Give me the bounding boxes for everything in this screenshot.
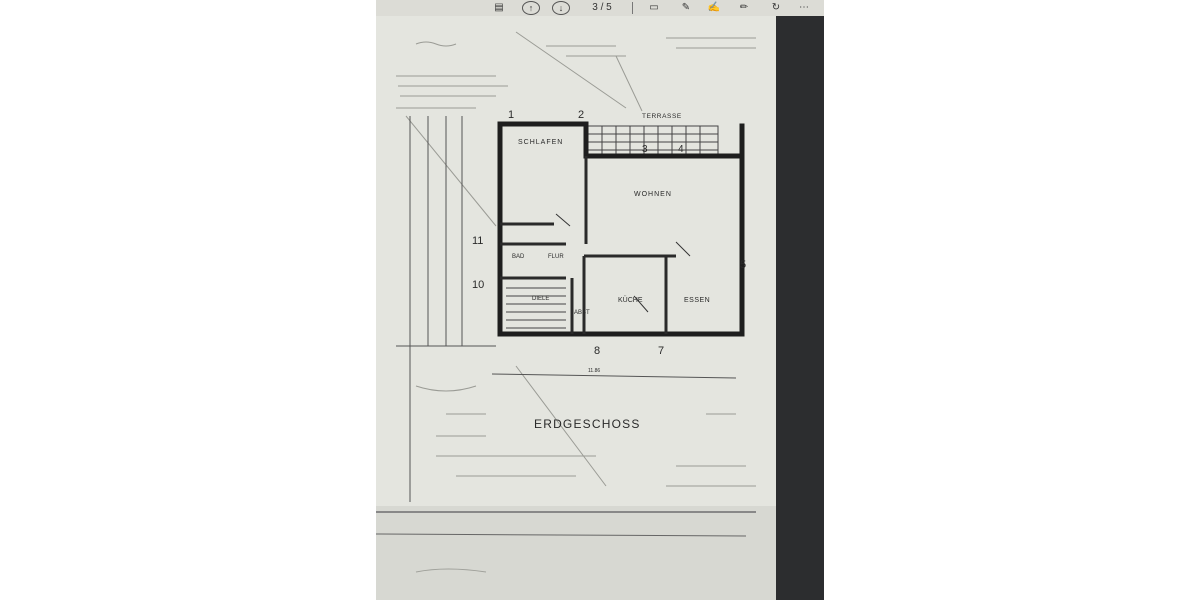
toolbar-divider: [632, 2, 633, 14]
pdf-toolbar: ▤ ↑ ↓ 3 / 5 ▭ ✎ ✍ ✏ ↻ ⋯: [376, 0, 824, 16]
room-label-diele: DIELE: [532, 296, 549, 302]
door-swings: [555, 213, 691, 313]
room-label-bad: BAD: [512, 254, 525, 260]
marker-7: 7: [658, 345, 664, 357]
staircase: [506, 287, 566, 329]
left-dimension-lines: [396, 116, 496, 502]
room-label-kueche: KÜCHE: [618, 296, 643, 304]
thumbnails-icon[interactable]: ▤: [494, 2, 504, 13]
room-label-terrasse: TERRASSE: [642, 113, 682, 120]
room-label-essen: ESSEN: [684, 297, 710, 304]
bottom-dimension-line: [491, 373, 737, 379]
rotate-icon[interactable]: ↻: [771, 2, 781, 13]
pencil-icon[interactable]: ✏: [739, 2, 749, 13]
arrow-down-icon[interactable]: ↓: [552, 1, 570, 15]
room-label-schlafen: SCHLAFEN: [518, 139, 563, 146]
interior-walls: [500, 156, 676, 334]
monitor-bezel: [776, 16, 824, 600]
photo-of-screen: ▤ ↑ ↓ 3 / 5 ▭ ✎ ✍ ✏ ↻ ⋯: [376, 0, 824, 600]
lower-page-lines: [376, 511, 756, 573]
arrow-up-icon[interactable]: ↑: [522, 1, 540, 15]
marker-3: 3: [642, 144, 648, 155]
more-icon[interactable]: ⋯: [799, 2, 809, 13]
terrace-hatch: [587, 125, 719, 159]
room-label-flur: FLUR: [548, 254, 564, 260]
header-scribbles: [396, 31, 756, 487]
marker-10: 10: [472, 279, 484, 291]
bottom-dimension-label: 11.86: [588, 368, 600, 374]
marker-4: 4: [678, 144, 684, 155]
page-indicator[interactable]: 3 / 5: [592, 2, 612, 13]
room-label-abst: ABST: [574, 310, 590, 316]
draw-icon[interactable]: ✍: [707, 2, 721, 13]
floor-plan-drawing: SCHLAFEN TERRASSE WOHNEN BAD FLUR DIELE …: [396, 31, 756, 502]
lower-page-area: [376, 506, 776, 600]
highlight-icon[interactable]: ✎: [681, 2, 691, 13]
marker-5: 5: [740, 259, 746, 271]
marker-8: 8: [594, 345, 600, 357]
comment-icon[interactable]: ▭: [649, 2, 659, 13]
plan-title: ERDGESCHOSS: [534, 417, 641, 431]
plan-sheet: SCHLAFEN TERRASSE WOHNEN BAD FLUR DIELE …: [376, 16, 776, 506]
marker-11: 11: [472, 235, 483, 247]
marker-1: 1: [508, 109, 514, 121]
room-label-wohnen: WOHNEN: [634, 191, 672, 198]
marker-2: 2: [578, 109, 584, 121]
